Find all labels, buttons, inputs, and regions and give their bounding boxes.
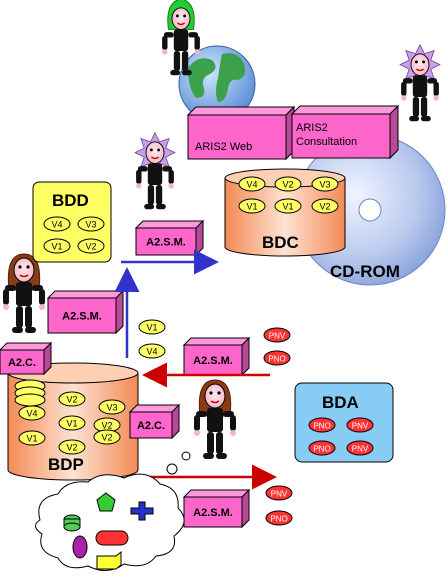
bdp-token: V4 xyxy=(18,405,46,421)
a2c-module-right-label: A2.C. xyxy=(137,420,165,432)
bda-token: PNV xyxy=(346,417,374,433)
aris2-consultation-box[interactable]: ARIS2 Consultation xyxy=(290,104,400,160)
aris2-web-box[interactable]: ARIS2 Web xyxy=(186,105,296,161)
bdp-token: V1 xyxy=(18,430,46,446)
a2sm-module-top-label: A2.S.M. xyxy=(146,237,186,249)
a2sm-module-mid[interactable]: A2.S.M. xyxy=(182,336,251,377)
bdp-token-label: V3 xyxy=(106,403,117,413)
aris2-consultation-label: ARIS2 Consultation xyxy=(296,122,358,148)
bdc-label: BDC xyxy=(262,233,299,252)
token-pnv-bottom: PNV xyxy=(265,485,293,501)
token-pnv-label: PNV xyxy=(269,332,286,341)
bdc-token: V1 xyxy=(238,198,266,214)
bda-token-label: PNO xyxy=(313,422,330,431)
bdp-token-label: V1 xyxy=(26,434,37,444)
bdp-token: V2 xyxy=(58,391,86,407)
bdc-token: V4 xyxy=(238,176,266,192)
bda-token-label: PNV xyxy=(352,445,369,454)
token-v1: V1 xyxy=(138,319,166,335)
token-pno-bottom-label: PNO xyxy=(270,515,287,524)
bda-label: BDA xyxy=(322,393,359,412)
bdd-label: BDD xyxy=(52,191,89,210)
bda-token: PNV xyxy=(346,440,374,456)
aris2-web-label: ARIS2 Web xyxy=(195,141,252,153)
bdp-token-label: V2 xyxy=(101,421,112,431)
bdc-token-label: V1 xyxy=(282,202,293,212)
token-v4-label: V4 xyxy=(146,347,157,357)
bdp-token-label: V4 xyxy=(26,409,37,419)
globe-icon xyxy=(178,45,256,123)
bdp-token: V2 xyxy=(58,439,86,455)
bdd-token-label: V2 xyxy=(85,242,96,252)
token-pnv: PNV xyxy=(263,327,291,343)
bdp-token: V3 xyxy=(98,399,126,415)
bdp-token-label: V1 xyxy=(66,419,77,429)
a2c-module-left[interactable]: A2.C. xyxy=(0,341,53,376)
stacked-tokens xyxy=(14,379,46,407)
a2sm-module-left-label: A2.S.M. xyxy=(62,311,102,323)
bdc-token: V2 xyxy=(311,198,339,214)
bdp-token-label: V2 xyxy=(66,395,77,405)
bdc-token-label: V2 xyxy=(282,180,293,190)
a2c-module-left-label: A2.C. xyxy=(8,357,36,369)
figure-icon-mid xyxy=(134,131,176,210)
token-pno-bottom: PNO xyxy=(265,510,293,526)
bdd-token-label: V3 xyxy=(85,220,96,230)
bdp-label: BDP xyxy=(48,455,84,474)
figure-icon-top xyxy=(162,0,200,76)
a2sm-module-top[interactable]: A2.S.M. xyxy=(134,219,205,257)
a2sm-module-bottom[interactable]: A2.S.M. xyxy=(182,488,251,529)
bda-token-label: PNV xyxy=(352,422,369,431)
bdc-token: V1 xyxy=(274,198,302,214)
bdp-token: V1 xyxy=(58,415,86,431)
bdc-token-label: V2 xyxy=(319,202,330,212)
token-pno: PNO xyxy=(263,350,291,366)
bdp-token-label: V2 xyxy=(66,443,77,453)
bda-token: PNO xyxy=(308,417,336,433)
figure-icon-left xyxy=(3,253,45,333)
token-pnv-bottom-label: PNV xyxy=(271,490,288,499)
bdc-token: V2 xyxy=(274,176,302,192)
bdc-token-label: V3 xyxy=(319,180,330,190)
bdd-token: V4 xyxy=(43,216,71,232)
token-v4: V4 xyxy=(138,343,166,359)
bdd-token: V2 xyxy=(77,238,105,254)
bdp-token: V2 xyxy=(93,417,121,433)
bdc-token: V3 xyxy=(311,176,339,192)
token-pno-label: PNO xyxy=(268,355,285,364)
bdp-token: V2 xyxy=(93,429,121,445)
bdd-token: V3 xyxy=(77,216,105,232)
bdc-token-label: V4 xyxy=(246,180,257,190)
token-v1-label: V1 xyxy=(146,323,157,333)
bdd-token: V1 xyxy=(43,238,71,254)
bdd-token-label: V4 xyxy=(51,220,62,230)
cd-rom-label: CD-ROM xyxy=(330,262,400,281)
bda-token-label: PNO xyxy=(313,445,330,454)
a2sm-module-bottom-label: A2.S.M. xyxy=(193,507,233,519)
figure-icon-right xyxy=(399,43,441,122)
bdd-token-label: V1 xyxy=(51,242,62,252)
bda-token: PNO xyxy=(308,440,336,456)
thought-cloud-icon xyxy=(35,451,191,571)
a2sm-module-mid-label: A2.S.M. xyxy=(193,355,233,367)
bdp-token-label: V2 xyxy=(101,433,112,443)
a2c-module-right[interactable]: A2.C. xyxy=(128,403,181,440)
a2sm-module-left[interactable]: A2.S.M. xyxy=(46,289,125,335)
bdc-token-label: V1 xyxy=(246,202,257,212)
figure-icon-bottom xyxy=(194,379,236,459)
